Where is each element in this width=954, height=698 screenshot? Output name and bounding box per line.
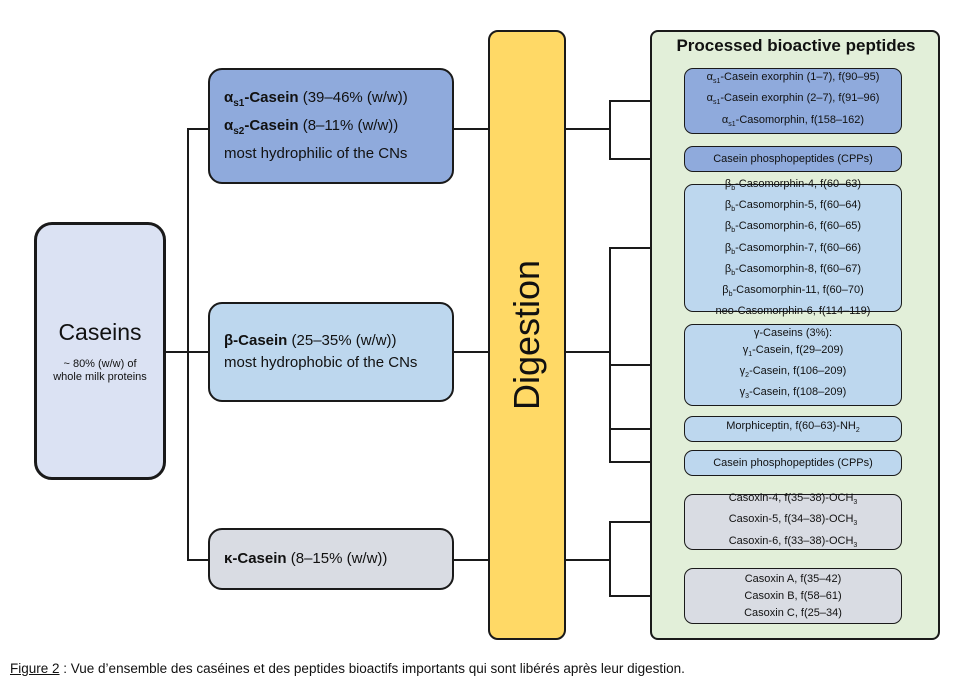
peptide-box-morphiceptin: Morphiceptin, f(60–63)-NH2 [684, 416, 902, 442]
peptide-line: Casoxin-5, f(34–38)-OCH3 [728, 513, 858, 528]
peptide-line: Casoxin C, f(25–34) [744, 606, 842, 619]
peptide-line: γ3-Casein, f(108–209) [739, 386, 847, 401]
peptide-box-casoxins-lettered: Casoxin A, f(35–42) Casoxin B, f(58–61) … [684, 568, 902, 624]
peptide-box-beta-casomorphins: βb-Casomorphin-4, f(60–63) βb-Casomorphi… [684, 178, 902, 317]
figure-caption: Figure 2 : Vue d’ensemble des caséines e… [10, 661, 685, 676]
kappa-name: κ-Casein [224, 550, 287, 567]
beta-name: β-Casein [224, 332, 288, 349]
alpha-s1-symbol: α [224, 89, 234, 106]
connector-kappa-trunk [609, 521, 611, 597]
connector-to-p5 [609, 428, 684, 430]
peptide-line: βb-Casomorphin-7, f(60–66) [724, 241, 862, 256]
peptide-line: Casein phosphopeptides (CPPs) [713, 456, 873, 469]
connector-to-p3 [609, 247, 684, 249]
digestion-box: Digestion [488, 30, 566, 640]
beta-percent: (25–35% (w/w)) [287, 332, 397, 349]
caseins-title: Caseins [58, 318, 142, 345]
alpha-s2-symbol: α [224, 117, 234, 134]
peptide-line: Casoxin-4, f(35–38)-OCH3 [728, 492, 858, 507]
caption-text: : Vue d’ensemble des caséines et des pep… [59, 661, 685, 676]
beta-note: most hydrophobic of the CNs [224, 354, 418, 371]
peptide-line: βb-Casomorphin-6, f(60–65) [724, 220, 862, 235]
peptide-box-beta-cpps: Casein phosphopeptides (CPPs) [684, 450, 902, 476]
peptide-box-alpha-exorphins: αs1-Casein exorphin (1–7), f(90–95) αs1-… [684, 68, 902, 134]
peptide-line: αs1-Casein exorphin (1–7), f(90–95) [706, 71, 880, 86]
digestion-label: Digestion [506, 259, 547, 411]
alpha-s1-percent: (39–46% (w/w)) [298, 89, 408, 106]
beta-casein-box: β-Casein (25–35% (w/w)) most hydrophobic… [208, 302, 454, 402]
connector-to-kappa [187, 559, 208, 561]
connector-kappa-digestion [454, 559, 488, 561]
peptide-line: βb-Casomorphin-11, f(60–70) [722, 283, 864, 299]
alpha-s1-line: αs1-Casein (39–46% (w/w)) [224, 87, 452, 115]
peptide-line: Casoxin-6, f(33–38)-OCH3 [728, 534, 858, 549]
peptide-line: βb-Casomorphin-4, f(60–63) [724, 177, 862, 193]
alpha-s2-line: αs2-Casein (8–11% (w/w)) [224, 115, 452, 143]
kappa-percent: (8–15% (w/w)) [286, 550, 388, 567]
peptide-line: αs1-Casein exorphin (2–7), f(91–96) [706, 92, 880, 107]
connector-casein-trunk [187, 128, 189, 560]
connector-to-p7 [609, 521, 684, 523]
alpha-s2-name: -Casein [244, 117, 299, 134]
peptide-line: Casoxin B, f(58–61) [744, 589, 842, 602]
alpha-note: most hydrophilic of the CNs [224, 145, 408, 162]
peptide-box-gamma-caseins: γ-Caseins (3%): γ1-Casein, f(29–209) γ2-… [684, 324, 902, 406]
caseins-box: Caseins ~ 80% (w/w) of whole milk protei… [34, 222, 166, 480]
peptide-line: αs1-Casomorphin, f(158–162) [721, 113, 865, 128]
alpha-s2-percent: (8–11% (w/w)) [298, 117, 399, 134]
connector-to-p4 [609, 364, 684, 366]
connector-digestion-out-kappa [566, 559, 610, 561]
connector-alpha-trunk [609, 100, 611, 159]
peptide-line: βb-Casomorphin-5, f(60–64) [724, 199, 862, 214]
connector-to-alpha [187, 128, 208, 130]
connector-to-p8 [609, 595, 684, 597]
connector-to-beta [187, 351, 208, 353]
connector-alpha-digestion [454, 128, 488, 130]
peptide-line: Casein phosphopeptides (CPPs) [713, 152, 873, 165]
peptide-line: Morphiceptin, f(60–63)-NH2 [726, 420, 860, 435]
connector-to-p6 [609, 461, 684, 463]
peptide-line: γ1-Casein, f(29–209) [742, 343, 844, 358]
connector-to-p2 [609, 158, 684, 160]
alpha-s1-sub: s1 [233, 98, 245, 109]
peptide-heading: γ-Caseins (3%): [753, 326, 833, 339]
connector-to-p1 [609, 100, 684, 102]
connector-beta-digestion [454, 351, 488, 353]
connector-digestion-out-alpha [566, 128, 610, 130]
caseins-subtitle-line1: ~ 80% (w/w) of [63, 357, 137, 370]
panel-title: Processed bioactive peptides [676, 36, 916, 55]
kappa-line: κ-Casein (8–15% (w/w)) [224, 548, 452, 570]
connector-digestion-out-beta [566, 351, 610, 353]
peptide-box-alpha-cpps: Casein phosphopeptides (CPPs) [684, 146, 902, 172]
alpha-casein-box: αs1-Casein (39–46% (w/w)) αs2-Casein (8–… [208, 68, 454, 184]
caseins-subtitle-line2: whole milk proteins [53, 370, 147, 383]
peptide-line: βb-Casomorphin-8, f(60–67) [724, 262, 862, 277]
beta-line: β-Casein (25–35% (w/w)) [224, 330, 452, 352]
kappa-casein-box: κ-Casein (8–15% (w/w)) [208, 528, 454, 590]
peptide-line: Casoxin A, f(35–42) [744, 572, 842, 585]
peptide-line: neo-Casomorphin-6, f(114–119) [715, 305, 871, 318]
connector-casein-out [166, 351, 188, 353]
caption-label: Figure 2 [10, 661, 60, 676]
connector-beta-trunk [609, 247, 611, 462]
alpha-s2-sub: s2 [233, 126, 245, 137]
peptide-box-casoxins-numbered: Casoxin-4, f(35–38)-OCH3 Casoxin-5, f(34… [684, 492, 902, 550]
alpha-s1-name: -Casein [244, 89, 299, 106]
peptide-line: γ2-Casein, f(106–209) [739, 364, 847, 380]
